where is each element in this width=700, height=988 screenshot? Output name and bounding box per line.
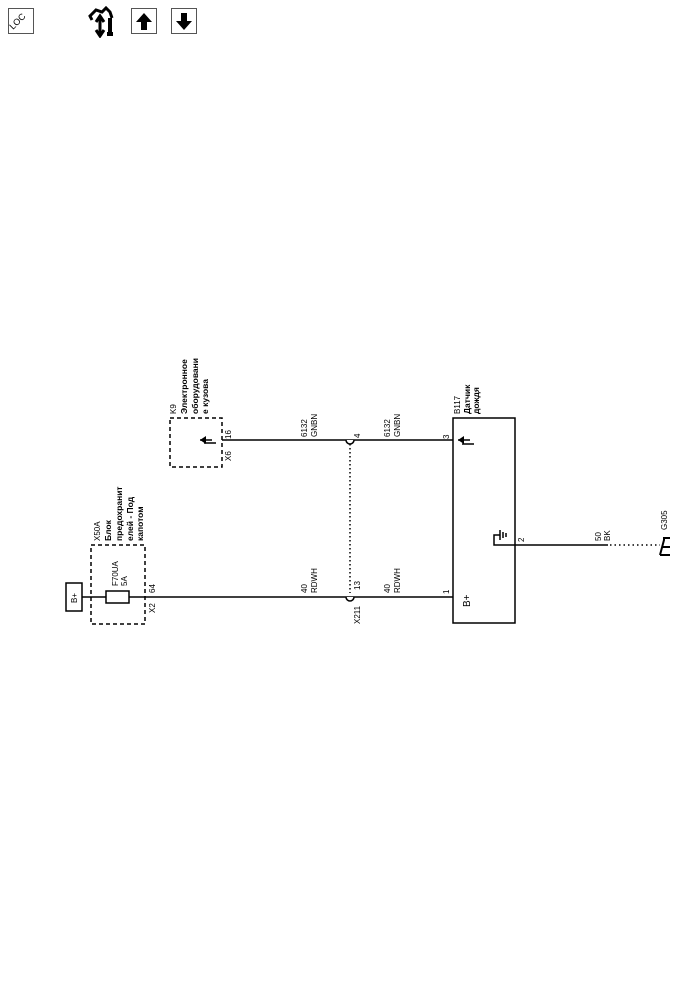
chassis-ground-icon — [493, 530, 515, 546]
diagram-label: X6 — [224, 451, 233, 461]
fuse-block-ref: X50A — [93, 521, 102, 541]
diagram-label: BK — [603, 530, 612, 541]
diagram-label: 6132 — [383, 419, 392, 437]
fuse-icon — [105, 590, 130, 604]
diagram-label: RDWH — [393, 568, 402, 593]
diagram-label: Электронное — [179, 359, 189, 414]
diagram-label: 1 — [442, 589, 451, 594]
diagram-label: дождя — [471, 387, 481, 414]
diagram-label: 2 — [517, 537, 526, 542]
diagram-label: GNBN — [393, 414, 402, 437]
battery-terminal: B+ — [65, 582, 83, 612]
diagram-label: елей - Под — [125, 496, 135, 541]
diagram-label: 16 — [224, 430, 233, 439]
previous-button[interactable] — [131, 8, 157, 34]
connector-tools-button[interactable] — [86, 5, 128, 39]
diagram-label: 6132 — [300, 419, 309, 437]
fuse-rating: 5A — [120, 576, 129, 586]
diagram-label: 40 — [300, 584, 309, 593]
location-icon: LOC — [7, 11, 28, 32]
diagram-label: предохранит — [114, 486, 124, 541]
diagram-label: RDWH — [310, 568, 319, 593]
next-button[interactable] — [171, 8, 197, 34]
diagram-label: капотом — [135, 506, 145, 541]
bidirectional-arrow-icon — [458, 436, 474, 445]
bidirectional-arrow-icon — [200, 436, 216, 444]
diagram-label: X2 — [148, 603, 157, 613]
diagram-label: B117 — [453, 395, 462, 414]
diagram-label: K9 — [169, 404, 178, 414]
rain-sensor: B117 Датчик дождя 3 1 B+ 2 — [442, 384, 526, 624]
diagram-label: Датчик — [462, 384, 472, 414]
diagram-label: G305 — [660, 510, 669, 530]
diagram-label: Блок — [103, 519, 113, 541]
ground-g305: G305 — [659, 510, 670, 556]
diagram-label: X211 — [353, 605, 362, 624]
loc-label: LOC — [9, 11, 28, 32]
diagram-label: оборудовани — [190, 358, 200, 414]
diagram-label: 4 — [353, 433, 362, 438]
ground-icon — [659, 537, 670, 556]
diagram-label: 40 — [383, 584, 392, 593]
body-control-module: K9 Электронное оборудовани е кузова 16 X… — [169, 358, 233, 468]
inline-connector-x211: 4 13 X211 — [345, 433, 362, 624]
connector-tools-icon — [88, 5, 114, 39]
diagram-label: е кузова — [200, 379, 210, 414]
arrow-down-icon — [176, 13, 192, 30]
arrow-up-icon — [136, 13, 152, 30]
diagram-label: 3 — [442, 434, 451, 439]
diagram-label: 50 — [594, 532, 603, 541]
diagram-label: 64 — [148, 584, 157, 593]
battery-label: B+ — [70, 593, 79, 603]
diagram-label: 13 — [353, 581, 362, 590]
fuse-name: F70UA — [111, 560, 120, 586]
diagram-label: B+ — [462, 594, 473, 607]
diagram-label: GNBN — [310, 414, 319, 437]
fuse-block: X50A Блок предохранит елей - Под капотом… — [90, 486, 157, 625]
location-button[interactable]: LOC — [7, 8, 34, 34]
